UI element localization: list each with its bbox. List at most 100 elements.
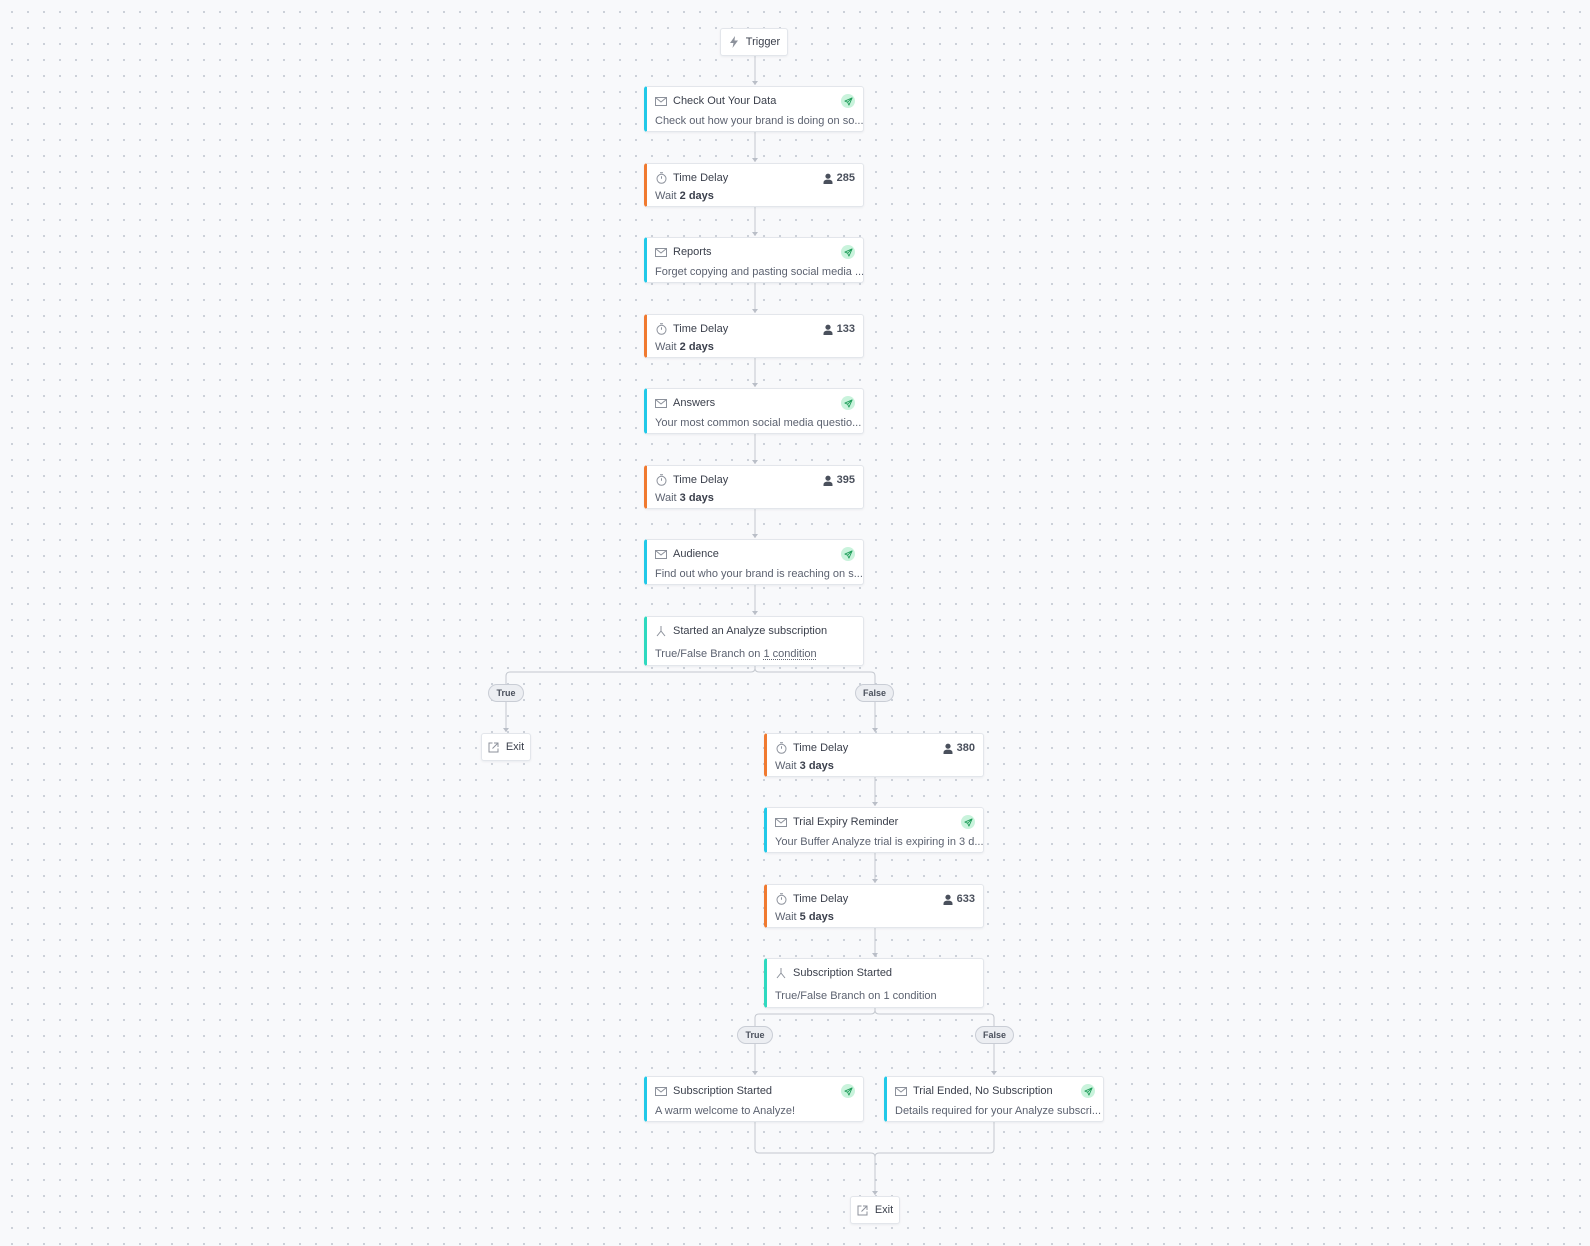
wait-value: 2 days bbox=[679, 341, 714, 353]
wait-value: 3 days bbox=[679, 492, 714, 504]
contact-count: 395 bbox=[822, 474, 855, 486]
condition-link[interactable]: 1 condition bbox=[763, 648, 817, 660]
person-icon bbox=[822, 323, 834, 335]
branch-icon bbox=[655, 625, 667, 637]
contact-count-value: 380 bbox=[956, 742, 975, 754]
branch-false-pill: False bbox=[855, 684, 894, 702]
wait-value: 2 days bbox=[679, 190, 714, 202]
wait-duration: Wait 3 days bbox=[655, 492, 855, 504]
contact-count: 380 bbox=[942, 742, 975, 754]
email-step-reports[interactable]: Reports Forget copying and pasting socia… bbox=[644, 237, 864, 283]
person-icon bbox=[822, 172, 834, 184]
step-preview: Find out who your brand is reaching on s… bbox=[655, 568, 863, 580]
contact-count-value: 633 bbox=[956, 893, 975, 905]
branch-true-pill: True bbox=[488, 684, 524, 702]
exit-icon bbox=[857, 1204, 869, 1216]
email-step-trial-ended-no-subscription[interactable]: Trial Ended, No Subscription Details req… bbox=[884, 1076, 1104, 1122]
wait-duration: Wait 3 days bbox=[775, 760, 975, 772]
envelope-icon bbox=[655, 397, 667, 409]
wait-prefix: Wait bbox=[655, 492, 677, 504]
step-preview: A warm welcome to Analyze! bbox=[655, 1105, 796, 1117]
stopwatch-icon bbox=[655, 474, 667, 486]
step-title: Trial Ended, No Subscription bbox=[913, 1085, 1053, 1097]
email-step-audience[interactable]: Audience Find out who your brand is reac… bbox=[644, 539, 864, 585]
condition-link[interactable]: 1 condition bbox=[883, 990, 937, 1002]
step-preview: Your most common social media questio... bbox=[655, 417, 862, 429]
wait-prefix: Wait bbox=[775, 760, 797, 772]
envelope-icon bbox=[655, 246, 667, 258]
sent-icon bbox=[841, 245, 855, 259]
branch-true-pill: True bbox=[737, 1026, 773, 1044]
step-title: Time Delay bbox=[793, 742, 849, 754]
exit-label: Exit bbox=[874, 1204, 894, 1216]
stopwatch-icon bbox=[775, 893, 787, 905]
branch-icon bbox=[775, 967, 787, 979]
step-title: Subscription Started bbox=[673, 1085, 773, 1097]
email-step-check-out-your-data[interactable]: Check Out Your Data Check out how your b… bbox=[644, 86, 864, 132]
stopwatch-icon bbox=[655, 323, 667, 335]
time-delay-step-1[interactable]: Time Delay 285 Wait 2 days bbox=[644, 163, 864, 207]
exit-icon bbox=[488, 741, 500, 753]
step-preview: Your Buffer Analyze trial is expiring in… bbox=[775, 836, 984, 848]
exit-node[interactable]: Exit bbox=[850, 1196, 900, 1224]
sent-icon bbox=[961, 815, 975, 829]
envelope-icon bbox=[655, 1085, 667, 1097]
wait-duration: Wait 2 days bbox=[655, 190, 855, 202]
wait-value: 3 days bbox=[799, 760, 834, 772]
step-title: Subscription Started bbox=[793, 967, 893, 979]
contact-count: 133 bbox=[822, 323, 855, 335]
branch-condition-summary: True/False Branch on 1 condition bbox=[775, 990, 975, 1002]
email-step-trial-expiry-reminder[interactable]: Trial Expiry Reminder Your Buffer Analyz… bbox=[764, 807, 984, 853]
envelope-icon bbox=[895, 1085, 907, 1097]
lightning-icon bbox=[728, 36, 740, 48]
wait-prefix: Wait bbox=[775, 911, 797, 923]
person-icon bbox=[822, 474, 834, 486]
sent-icon bbox=[841, 547, 855, 561]
wait-duration: Wait 2 days bbox=[655, 341, 855, 353]
person-icon bbox=[942, 893, 954, 905]
contact-count-value: 133 bbox=[836, 323, 855, 335]
branch-condition-summary: True/False Branch on 1 condition bbox=[655, 648, 855, 660]
time-delay-step-4[interactable]: Time Delay 380 Wait 3 days bbox=[764, 733, 984, 777]
envelope-icon bbox=[775, 816, 787, 828]
email-step-answers[interactable]: Answers Your most common social media qu… bbox=[644, 388, 864, 434]
wait-prefix: Wait bbox=[655, 341, 677, 353]
step-title: Reports bbox=[673, 246, 712, 258]
exit-node[interactable]: Exit bbox=[481, 733, 531, 761]
contact-count-value: 285 bbox=[836, 172, 855, 184]
sent-icon bbox=[841, 94, 855, 108]
sent-icon bbox=[841, 396, 855, 410]
envelope-icon bbox=[655, 548, 667, 560]
sent-icon bbox=[841, 1084, 855, 1098]
branch-prefix: True/False Branch on bbox=[655, 648, 761, 660]
contact-count: 285 bbox=[822, 172, 855, 184]
time-delay-step-2[interactable]: Time Delay 133 Wait 2 days bbox=[644, 314, 864, 358]
branch-prefix: True/False Branch on bbox=[775, 990, 881, 1002]
step-title: Audience bbox=[673, 548, 719, 560]
step-title: Time Delay bbox=[673, 474, 729, 486]
branch-false-pill: False bbox=[975, 1026, 1014, 1044]
trigger-node[interactable]: Trigger bbox=[720, 28, 788, 56]
sent-icon bbox=[1081, 1084, 1095, 1098]
step-preview: Forget copying and pasting social media … bbox=[655, 266, 865, 278]
step-title: Time Delay bbox=[673, 323, 729, 335]
branch-step-started-analyze-subscription[interactable]: Started an Analyze subscription True/Fal… bbox=[644, 616, 864, 666]
step-title: Time Delay bbox=[673, 172, 729, 184]
stopwatch-icon bbox=[655, 172, 667, 184]
time-delay-step-3[interactable]: Time Delay 395 Wait 3 days bbox=[644, 465, 864, 509]
step-title: Time Delay bbox=[793, 893, 849, 905]
stopwatch-icon bbox=[775, 742, 787, 754]
wait-prefix: Wait bbox=[655, 190, 677, 202]
trigger-label: Trigger bbox=[745, 36, 781, 48]
time-delay-step-5[interactable]: Time Delay 633 Wait 5 days bbox=[764, 884, 984, 928]
exit-label: Exit bbox=[505, 741, 525, 753]
person-icon bbox=[942, 742, 954, 754]
envelope-icon bbox=[655, 95, 667, 107]
step-preview: Details required for your Analyze subscr… bbox=[895, 1105, 1102, 1117]
email-step-subscription-started[interactable]: Subscription Started A warm welcome to A… bbox=[644, 1076, 864, 1122]
branch-step-subscription-started[interactable]: Subscription Started True/False Branch o… bbox=[764, 958, 984, 1008]
step-title: Check Out Your Data bbox=[673, 95, 777, 107]
contact-count: 633 bbox=[942, 893, 975, 905]
contact-count-value: 395 bbox=[836, 474, 855, 486]
